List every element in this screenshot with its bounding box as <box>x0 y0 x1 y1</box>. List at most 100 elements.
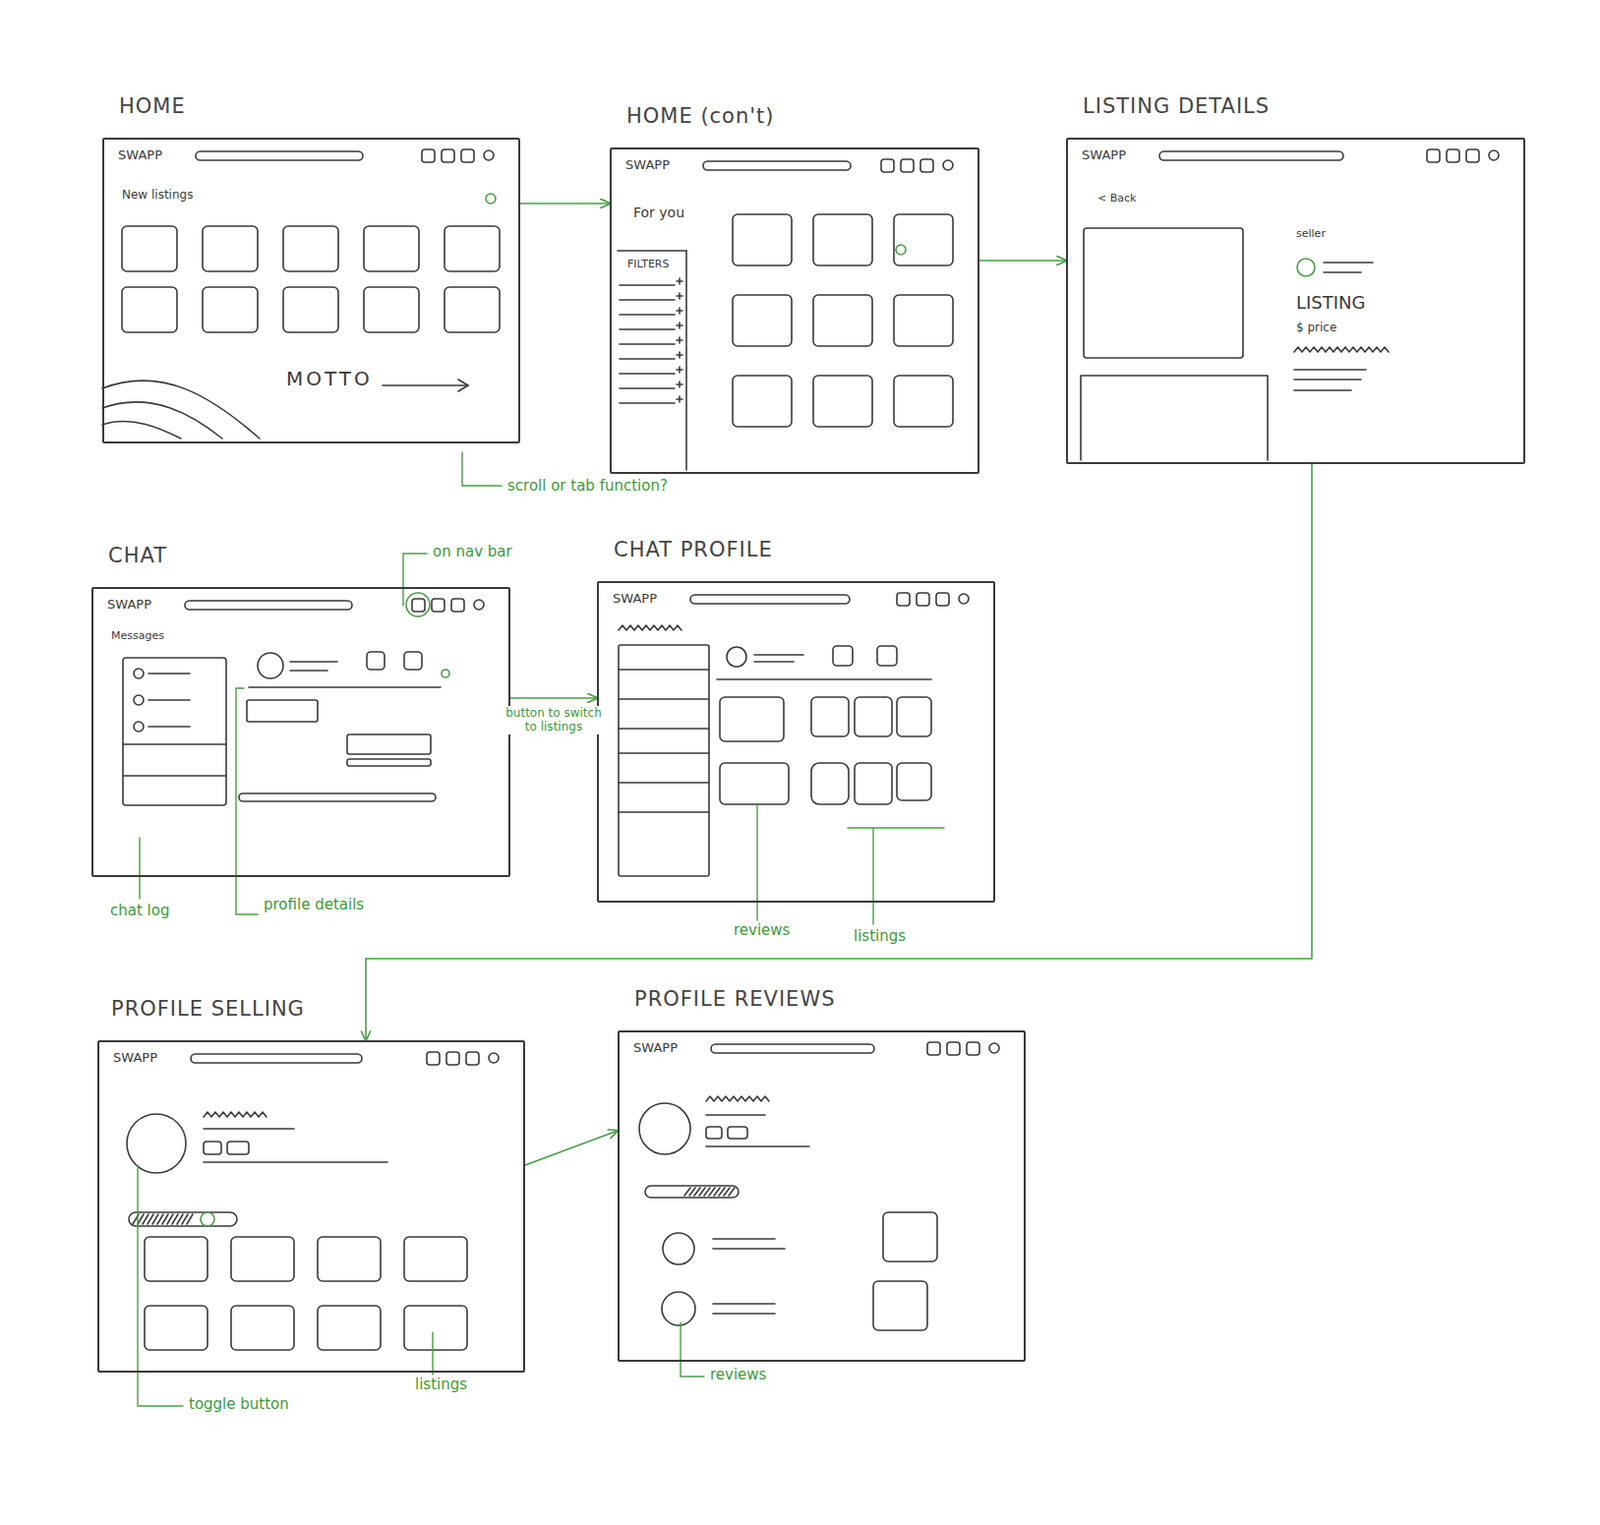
sketch-box <box>645 1185 739 1198</box>
sketch-line <box>619 298 675 301</box>
sketch-box <box>363 287 419 333</box>
sketch-circle <box>485 193 496 204</box>
sketch-line <box>706 1145 810 1148</box>
sketch-circle <box>441 669 450 678</box>
sketch-circle <box>989 1043 1000 1054</box>
sketch-box <box>832 646 853 666</box>
sketch-box <box>703 161 851 171</box>
sketch-box <box>883 1212 938 1262</box>
screen-text: seller <box>1296 228 1326 241</box>
sketch-box <box>1426 149 1440 163</box>
sketch-box <box>202 287 258 333</box>
sketch-box <box>966 1042 980 1056</box>
sketch-circle <box>1297 258 1315 277</box>
sketch-box <box>732 375 792 427</box>
annotation: listings <box>851 928 908 946</box>
sketch-box <box>121 287 178 333</box>
screen-text: SWAPP <box>118 148 163 164</box>
sketch-line <box>203 1161 388 1164</box>
sketch-circle <box>726 647 747 667</box>
screen-text: For you <box>633 204 685 221</box>
sketch-circle <box>943 160 953 171</box>
sketch-box <box>719 697 784 742</box>
annotation: profile details <box>261 896 366 914</box>
screen-title: PROFILE SELLING <box>111 997 305 1021</box>
flow-arrow <box>365 464 1312 1041</box>
screen-text: SWAPP <box>107 597 152 613</box>
sketch-circle <box>474 599 484 610</box>
sketch-box <box>618 645 710 877</box>
sketch-circle <box>133 695 144 706</box>
leader-line <box>236 688 258 915</box>
screen-title: CHAT PROFILE <box>613 537 773 562</box>
leader-line <box>756 804 758 921</box>
sketch-box <box>128 1212 238 1227</box>
screen-title: HOME (con't) <box>626 104 774 128</box>
sketch-box <box>121 226 178 272</box>
screen-text: SWAPP <box>1081 148 1126 164</box>
sketch-line <box>678 381 681 388</box>
sketch-line <box>619 313 675 316</box>
screen-title: CHAT <box>108 543 168 568</box>
sketch-path <box>1080 375 1268 461</box>
sketch-box <box>813 375 873 427</box>
sketch-box <box>916 592 930 606</box>
sketch-circle <box>662 1233 695 1265</box>
sketch-path <box>102 380 260 439</box>
sketch-line <box>618 811 710 814</box>
sketch-box <box>421 149 435 163</box>
sketch-box <box>893 214 953 266</box>
annotation: toggle button <box>186 1396 292 1414</box>
sketch-box <box>144 1305 208 1351</box>
sketch-line <box>712 1303 775 1305</box>
annotation: on nav bar <box>430 543 515 561</box>
leader-line <box>138 837 140 899</box>
sketch-box <box>936 592 949 606</box>
sketch-line <box>716 678 932 681</box>
sketch-line <box>1323 271 1362 274</box>
sketch-box <box>404 1237 468 1282</box>
sketch-line <box>706 1114 766 1117</box>
sketch-box <box>947 1042 960 1056</box>
sketch-box <box>719 763 789 805</box>
sketch-box <box>227 1141 249 1155</box>
sketch-box <box>854 763 892 805</box>
sketch-line <box>122 743 227 746</box>
sketch-box <box>1466 149 1480 163</box>
annotation: listings <box>413 1376 470 1394</box>
sketch-box <box>732 295 792 347</box>
sketch-box <box>451 598 465 612</box>
screen-text: New listings <box>121 188 193 203</box>
sketch-circle <box>133 721 144 732</box>
sketch-path <box>458 379 469 392</box>
leader-line <box>137 1165 183 1407</box>
sketch-box <box>444 287 500 333</box>
wireframe-frame: PROFILE SELLINGSWAPP <box>97 1040 526 1373</box>
sketch-circle <box>406 592 430 617</box>
sketch-box <box>813 295 873 347</box>
sketch-box <box>412 598 425 612</box>
sketch-box <box>283 287 339 333</box>
sketch-line <box>678 278 681 285</box>
leader-line <box>403 553 427 606</box>
sketch-box <box>1159 151 1344 161</box>
sketch-line <box>754 660 794 663</box>
sketch-box <box>195 151 363 161</box>
sketch-line <box>754 653 804 656</box>
sketch-box <box>283 226 339 272</box>
sketch-box <box>404 651 422 670</box>
sketch-circle <box>1488 150 1499 161</box>
sketch-box <box>431 598 445 612</box>
flow-arrow <box>525 1130 618 1166</box>
screen-text: $ price <box>1296 321 1337 336</box>
sketch-line <box>678 337 681 344</box>
wireframe-frame: HOME (con't)SWAPPFor youFILTERS <box>609 147 980 475</box>
sketch-circle <box>133 668 144 679</box>
sketch-box <box>813 214 873 266</box>
sketch-box <box>877 646 897 666</box>
sketch-line <box>619 284 675 287</box>
sketch-line <box>186 1214 193 1225</box>
screen-text: SWAPP <box>113 1051 158 1067</box>
sketch-circle <box>257 652 284 679</box>
sketch-box <box>466 1052 479 1066</box>
